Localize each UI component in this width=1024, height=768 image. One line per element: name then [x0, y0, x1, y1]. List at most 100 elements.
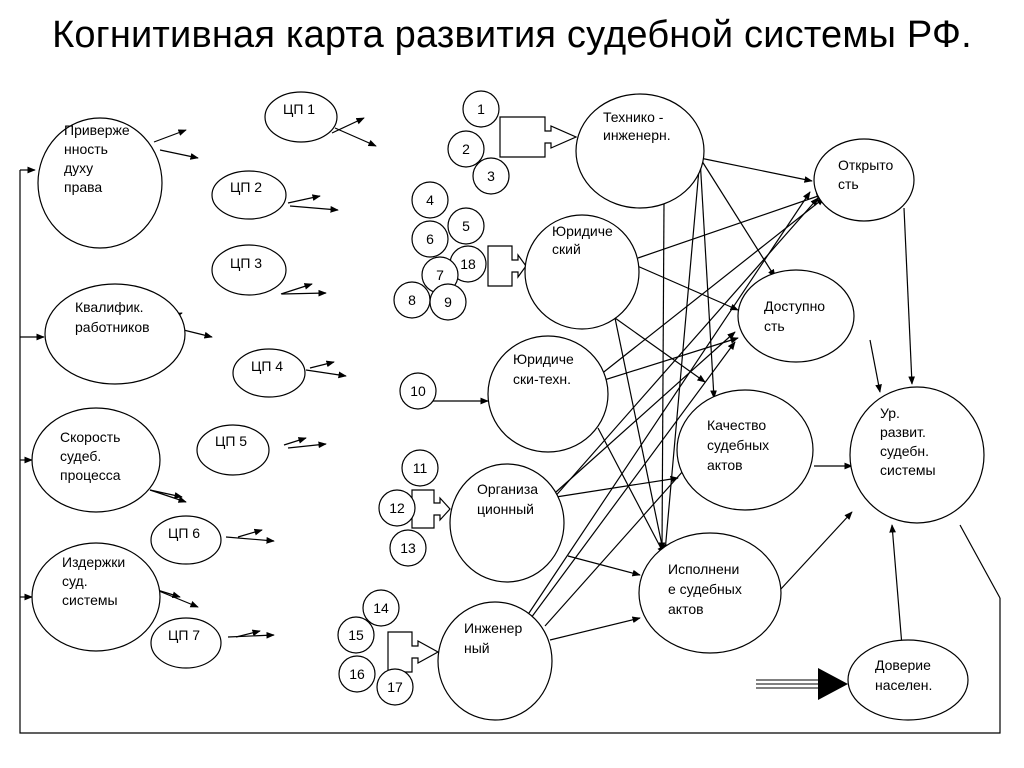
influence-edge-0: [699, 157, 813, 183]
outcome-node-openness[interactable]: Открыто сть: [813, 138, 915, 222]
factor-node-qualification[interactable]: Квалифик. работников: [44, 283, 186, 385]
small-circle-8[interactable]: 8: [393, 281, 431, 319]
small-circle-label: 10: [410, 383, 426, 399]
small-circle-6[interactable]: 6: [411, 220, 449, 258]
subsystem-node-organizational[interactable]: Организа ционный: [449, 463, 565, 583]
influence-edge-4: [658, 201, 666, 551]
small-circle-14[interactable]: 14: [362, 589, 400, 627]
edge-arrow: [227, 631, 275, 639]
small-circle-17[interactable]: 17: [376, 668, 414, 706]
target-node-1[interactable]: ЦП 1: [264, 91, 338, 143]
edge-arrow: [281, 289, 327, 297]
influence-edge-11: [597, 427, 665, 555]
small-circle-label: 9: [444, 294, 452, 310]
target-label: ЦП 7: [168, 627, 200, 643]
subsystem-node-technical[interactable]: Технико - инженерн.: [575, 93, 705, 209]
feedback-loop-line: [19, 170, 1001, 734]
group-arrow-organizational: [411, 489, 451, 529]
small-circle-label: 1: [477, 101, 485, 117]
group-arrow-legal: [487, 245, 527, 287]
small-circle-12[interactable]: 12: [378, 489, 416, 527]
influence-edge-1: [699, 157, 776, 278]
small-circle-label: 12: [389, 500, 405, 516]
target-node-7[interactable]: ЦП 7: [150, 617, 222, 669]
outcome-node-trust[interactable]: Доверие населен.: [847, 639, 969, 721]
small-circle-label: 5: [462, 218, 470, 234]
small-circle-label: 15: [348, 627, 364, 643]
outcome-node-quality[interactable]: Качество судебных актов: [676, 389, 814, 511]
target-label: ЦП 6: [168, 525, 200, 541]
target-node-5[interactable]: ЦП 5: [196, 424, 270, 476]
target-label: ЦП 3: [230, 255, 262, 271]
small-circle-2[interactable]: 2: [447, 130, 485, 168]
small-circle-label: 18: [460, 256, 476, 272]
edge-arrow: [287, 441, 327, 449]
subsystem-node-legal-technical[interactable]: Юридиче ски-техн.: [487, 335, 609, 453]
factor-node-adherence[interactable]: Привержe нность духу права: [37, 117, 163, 249]
factor-label: Привержe нность духу права: [64, 122, 134, 195]
target-label: ЦП 1: [283, 101, 315, 117]
outcome-node-accessibility[interactable]: Доступно сть: [737, 269, 855, 363]
influence-edge-16: [526, 191, 811, 617]
target-node-3[interactable]: ЦП 3: [211, 244, 287, 296]
small-circle-label: 17: [387, 679, 403, 695]
subsystem-label: Технико - инженерн.: [603, 109, 671, 143]
influence-edge-19: [549, 616, 641, 641]
influence-edge-22: [779, 511, 853, 591]
influence-edge-2: [699, 157, 717, 399]
edge-arrow: [287, 194, 321, 204]
small-circle-5[interactable]: 5: [447, 207, 485, 245]
outcome-node-system-level[interactable]: Ур. развит. судебн. системы: [849, 386, 985, 524]
small-circle-11[interactable]: 11: [401, 449, 439, 487]
influence-edge-12: [551, 197, 819, 501]
small-circle-4[interactable]: 4: [411, 181, 449, 219]
factor-label: Издержки суд. системы: [62, 554, 129, 608]
edge-arrow: [280, 283, 313, 295]
outcome-label: Доверие населен.: [875, 657, 935, 693]
edge-arrow: [305, 369, 347, 379]
edge-arrow: [309, 360, 335, 369]
page-title: Когнитивная карта развития судебной сист…: [52, 14, 972, 56]
small-circle-10[interactable]: 10: [399, 372, 437, 410]
edge-arrow: [331, 117, 365, 134]
influence-edge-13: [555, 331, 736, 493]
influence-edge-6: [634, 264, 739, 311]
target-node-2[interactable]: ЦП 2: [211, 170, 287, 220]
target-node-4[interactable]: ЦП 4: [232, 348, 306, 398]
edge-arrow: [153, 129, 187, 143]
edge-arrow: [289, 205, 339, 213]
influence-edge-10: [597, 337, 739, 383]
small-circle-13[interactable]: 13: [389, 529, 427, 567]
edge-layer: [19, 116, 1001, 734]
small-circle-16[interactable]: 16: [338, 655, 376, 693]
edge-arrow: [237, 528, 263, 538]
factor-node-costs[interactable]: Издержки суд. системы: [31, 542, 161, 652]
edge-arrow: [283, 437, 307, 446]
outcome-label: Ур. развит. судебн. системы: [880, 405, 936, 478]
thick-arrow: [756, 668, 848, 700]
small-circle-label: 13: [400, 540, 416, 556]
small-circle-label: 14: [373, 600, 389, 616]
subsystem-label: Организа ционный: [477, 481, 542, 517]
small-circle-9[interactable]: 9: [429, 283, 467, 321]
small-circle-1[interactable]: 1: [462, 90, 500, 128]
subsystem-node-legal[interactable]: Юридиче ский: [524, 214, 640, 330]
factor-node-speed[interactable]: Скорость судеб. процесса: [31, 407, 161, 513]
outcome-node-execution[interactable]: Исполнени е судебных актов: [638, 532, 782, 654]
factor-label: Скорость судеб. процесса: [60, 429, 124, 483]
edge-arrow: [159, 149, 199, 160]
target-node-6[interactable]: ЦП 6: [150, 515, 222, 565]
small-circle-label: 8: [408, 292, 416, 308]
influence-edge-5: [637, 193, 825, 259]
influence-edge-8: [614, 317, 666, 556]
edge-arrow: [149, 489, 187, 503]
small-circle-label: 4: [426, 192, 434, 208]
small-circle-3[interactable]: 3: [472, 157, 510, 195]
influence-edge-15: [567, 555, 641, 577]
subsystem-node-engineering[interactable]: Инженер ный: [437, 601, 553, 721]
target-label: ЦП 2: [230, 179, 262, 195]
subsystem-label: Инженер ный: [464, 620, 526, 656]
outcome-label: Открыто сть: [838, 157, 897, 192]
small-circle-18[interactable]: 18: [449, 245, 487, 283]
small-circle-15[interactable]: 15: [337, 616, 375, 654]
